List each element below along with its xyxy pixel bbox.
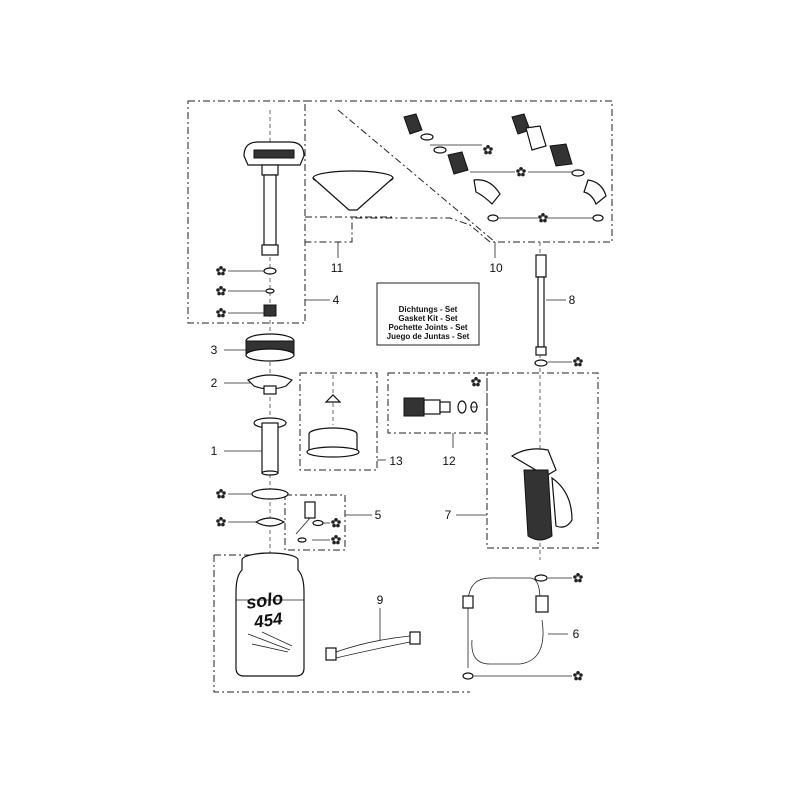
- group-box-tank: [213, 554, 470, 693]
- flower-gasket-icon: [573, 357, 583, 367]
- gasket-kit-legend: Dichtungs - Set Gasket Kit - Set Pochett…: [376, 282, 480, 346]
- extension-tube: [534, 254, 548, 367]
- group-box-5: [284, 494, 346, 551]
- flower-gasket-icon: [216, 517, 226, 527]
- tank-nut: [245, 333, 295, 362]
- group-box-12: [387, 372, 488, 434]
- spray-handle: [510, 448, 573, 541]
- leader-lines: [224, 242, 572, 677]
- callout-7: 7: [445, 508, 452, 522]
- legend-line-4: Juego de Juntas - Set: [387, 332, 470, 341]
- callout-3: 3: [211, 343, 218, 357]
- group-box-4: [187, 100, 306, 324]
- callout-4: 4: [333, 293, 340, 307]
- flower-gasket-icon: [216, 489, 226, 499]
- flower-gasket-icon: [573, 671, 583, 681]
- pump-cylinder: [253, 417, 287, 476]
- lance-hose: [462, 574, 549, 680]
- legend-line-3: Pochette Joints - Set: [388, 323, 467, 332]
- callout-10: 10: [489, 261, 503, 275]
- callout-13: 13: [389, 454, 403, 468]
- check-valve: [295, 501, 324, 543]
- flower-gasket-icon: [516, 167, 526, 177]
- callout-numbers: 1 2 3 4 5 6 7 8 9 10 11 12 13: [211, 261, 580, 641]
- tank: solo 454: [235, 552, 305, 677]
- callout-5: 5: [375, 508, 382, 522]
- strainer-basket: [306, 394, 360, 458]
- flower-gasket-icon: [216, 308, 226, 318]
- nozzle-set: [403, 397, 478, 417]
- cylinder-seals: [251, 488, 289, 527]
- funnel: [312, 170, 394, 211]
- callout-11: 11: [331, 261, 344, 275]
- hose: [325, 631, 421, 661]
- flower-gasket-icon: [216, 266, 226, 276]
- callout-2: 2: [211, 376, 218, 390]
- callout-1: 1: [211, 444, 218, 458]
- legend-line-2: Gasket Kit - Set: [398, 314, 457, 323]
- flower-gasket-icon: [331, 518, 341, 528]
- flower-gasket-icon: [538, 213, 548, 223]
- group-box-7: [486, 372, 599, 549]
- flower-gasket-icon: [216, 286, 226, 296]
- tank-model-label: 454: [252, 609, 284, 632]
- star-knob: [246, 374, 294, 395]
- callout-8: 8: [569, 293, 576, 307]
- flower-gasket-icon: [483, 145, 493, 155]
- group-box-10-11: [305, 100, 613, 243]
- group-box-13: [299, 372, 378, 471]
- flower-gasket-icon: [471, 377, 481, 387]
- pump-handle: [243, 141, 305, 256]
- nozzle-kit: [403, 113, 607, 222]
- flower-gasket-icon: [331, 535, 341, 545]
- callout-9: 9: [377, 593, 384, 607]
- pump-seals: [263, 267, 277, 317]
- callout-12: 12: [442, 454, 456, 468]
- legend-line-1: Dichtungs - Set: [399, 305, 458, 314]
- flower-gasket-icon: [573, 573, 583, 583]
- callout-6: 6: [573, 627, 580, 641]
